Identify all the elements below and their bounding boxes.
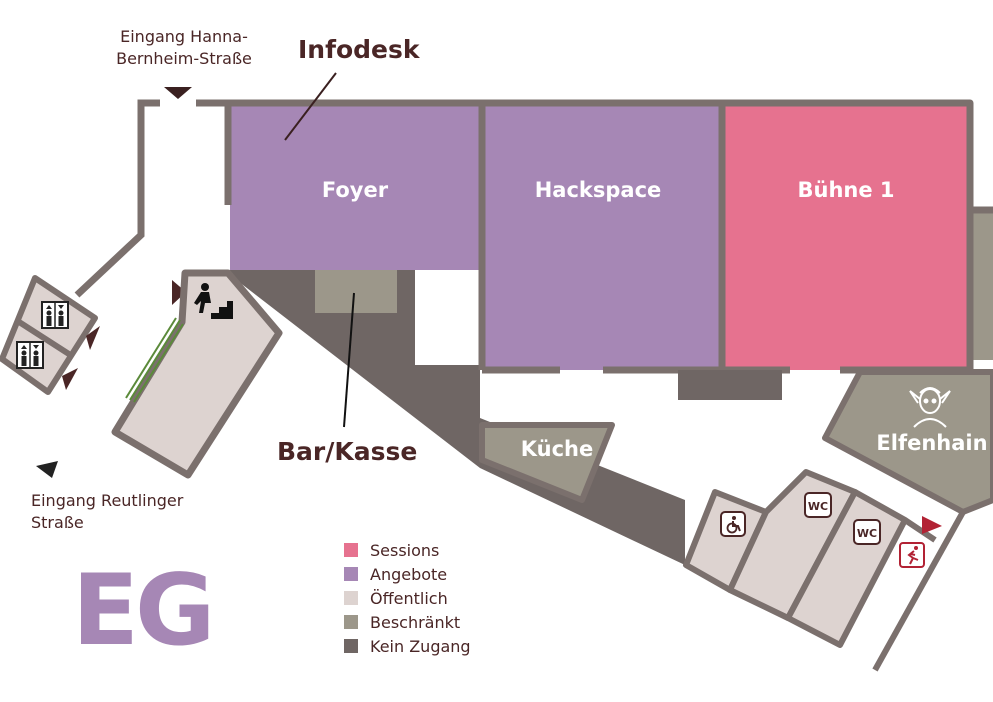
- stairs-area: [111, 269, 283, 479]
- kueche-room[interactable]: [479, 422, 615, 503]
- elevator-icon: [41, 301, 69, 329]
- legend-item-beschraenkt: Beschränkt: [344, 610, 471, 634]
- entrance-hanna-line2: Bernheim-Straße: [116, 49, 252, 68]
- wc-icon: WC: [804, 492, 832, 518]
- legend-swatch: [344, 615, 358, 629]
- floor-label: EG: [72, 554, 215, 668]
- stairs-arrow-icon: [172, 280, 186, 305]
- buehne1-room[interactable]: [725, 105, 970, 370]
- entrance-reutlinger-line2: Straße: [31, 513, 84, 532]
- restricted-strip: [970, 210, 993, 360]
- infodesk-callout: Infodesk: [298, 35, 420, 64]
- foyer-label: Foyer: [321, 178, 389, 202]
- kueche-label: Küche: [520, 437, 594, 461]
- elfenhain-room[interactable]: [822, 369, 993, 515]
- wc-label: WC: [808, 500, 828, 513]
- bar-kasse-area: [315, 270, 397, 313]
- legend-swatch: [344, 639, 358, 653]
- entrance-reutlinger-label: Eingang Reutlinger Straße: [31, 490, 183, 534]
- legend-swatch: [344, 567, 358, 581]
- entrance-arrow-icon: [164, 87, 192, 99]
- legend-item-oeffentlich: Öffentlich: [344, 586, 471, 610]
- elevator-icon: [16, 341, 44, 369]
- corridor-walls: [74, 99, 228, 298]
- bar-kasse-callout: Bar/Kasse: [277, 437, 418, 466]
- infodesk-leader-line: [284, 72, 337, 141]
- entrance-hanna-line1: Eingang Hanna-: [120, 27, 248, 46]
- hackspace-label: Hackspace: [534, 178, 662, 202]
- wc-label: WC: [857, 527, 877, 540]
- elevator-arrow-icon: [62, 368, 78, 390]
- legend-label: Kein Zugang: [370, 636, 471, 656]
- legend-label: Angebote: [370, 564, 448, 584]
- outer-walls-right: [872, 510, 966, 672]
- stairs-icon: [194, 283, 233, 319]
- elf-icon: [909, 387, 951, 428]
- wc-icon: WC: [853, 519, 881, 545]
- foyer-room[interactable]: [230, 105, 481, 270]
- legend-item-angebote: Angebote: [344, 562, 471, 586]
- building-walls: [224, 99, 993, 374]
- entrance-reutlinger-line1: Eingang Reutlinger: [31, 491, 184, 510]
- legend-item-kein-zugang: Kein Zugang: [344, 634, 471, 658]
- elfenhain-label: Elfenhain: [876, 431, 988, 455]
- no-access-block: [678, 370, 782, 400]
- buehne1-label: Bühne 1: [797, 178, 895, 202]
- exit-arrow-icon: [922, 516, 942, 534]
- legend-label: Sessions: [370, 540, 440, 560]
- elevator-arrow-icon: [86, 326, 100, 350]
- bar-kasse-leader-line: [343, 292, 355, 428]
- hedge: [125, 317, 184, 403]
- emergency-exit-icon: [899, 542, 925, 568]
- legend-label: Beschränkt: [370, 612, 461, 632]
- legend-item-sessions: Sessions: [344, 538, 471, 562]
- hackspace-room[interactable]: [484, 105, 722, 370]
- legend: Sessions Angebote Öffentlich Beschränkt …: [344, 538, 471, 658]
- legend-swatch: [344, 591, 358, 605]
- legend-swatch: [344, 543, 358, 557]
- entrance-hanna-label: Eingang Hanna- Bernheim-Straße: [98, 26, 270, 70]
- entrance-arrow-icon: [36, 461, 58, 478]
- legend-label: Öffentlich: [370, 588, 448, 608]
- wheelchair-icon: [720, 511, 746, 537]
